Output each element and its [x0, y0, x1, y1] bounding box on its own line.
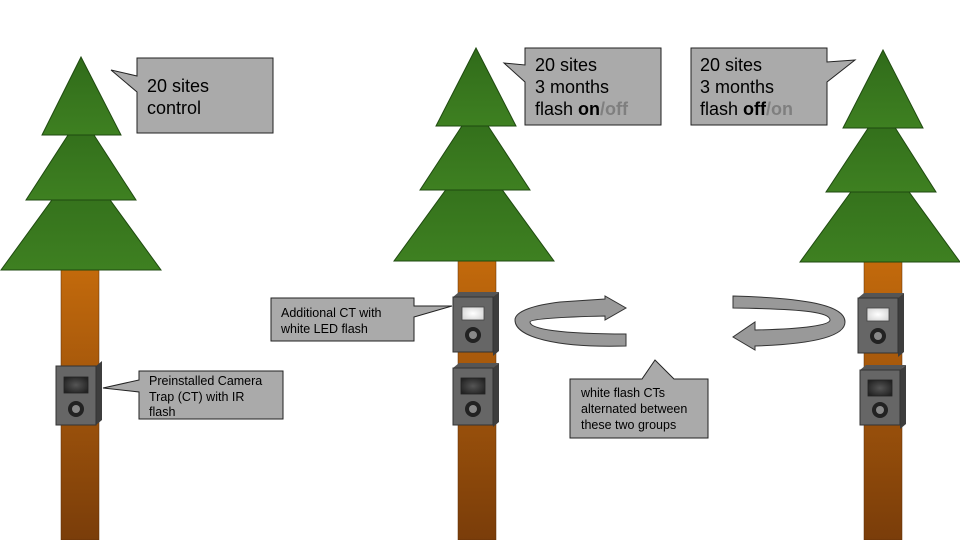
svg-text:flash: flash	[149, 405, 175, 419]
svg-text:control: control	[147, 98, 201, 118]
camera-trap-ir-icon	[859, 365, 906, 429]
arrow-right	[514, 295, 628, 347]
flash-label: flash	[700, 99, 743, 119]
callout-text: 3 months	[700, 77, 774, 97]
callout-group-a: 20 sites 3 months flash on/off	[502, 47, 662, 126]
foliage-top	[842, 48, 924, 129]
camera-trap-white-flash-icon	[857, 293, 904, 357]
flash-state-second: off	[605, 99, 629, 119]
flash-state-first: on	[578, 99, 600, 119]
foliage-top	[41, 55, 122, 136]
svg-text:Trap (CT) with IR: Trap (CT) with IR	[149, 390, 244, 404]
arrow-left	[732, 295, 846, 351]
camera-trap-ir-icon	[452, 363, 499, 427]
svg-text:20 sites: 20 sites	[535, 55, 597, 75]
callout-alternated: white flash CTs alternated between these…	[569, 359, 709, 439]
callout-text: Trap (CT) with IR	[149, 390, 244, 404]
svg-text:flash off/on: flash off/on	[700, 99, 793, 119]
foliage-middle	[825, 106, 937, 193]
callout-group-b: 20 sites 3 months flash off/on	[690, 47, 857, 126]
flash-label: flash	[535, 99, 578, 119]
foliage-bottom	[393, 150, 555, 262]
callout-text: Preinstalled Camera	[149, 374, 262, 388]
callout-control: 20 sites control	[110, 57, 274, 134]
callout-text: control	[147, 98, 201, 118]
callout-text: 20 sites	[147, 76, 209, 96]
foliage-middle	[419, 105, 531, 191]
callout-additional-ct: Additional CT with white LED flash	[270, 297, 453, 342]
callout-text: 20 sites	[700, 55, 762, 75]
callout-text: these two groups	[581, 418, 676, 432]
flash-state-second: on	[771, 99, 793, 119]
svg-text:20 sites: 20 sites	[147, 76, 209, 96]
callout-preinstalled-ct: Preinstalled Camera Trap (CT) with IR fl…	[102, 370, 284, 420]
callout-text: flash	[149, 405, 175, 419]
svg-text:flash on/off: flash on/off	[535, 99, 629, 119]
svg-text:alternated between: alternated between	[581, 402, 687, 416]
flash-separator: /	[766, 99, 771, 119]
foliage-top	[435, 46, 517, 127]
callout-text: Additional CT with	[281, 306, 382, 320]
foliage-bottom	[799, 151, 960, 263]
foliage-middle	[25, 114, 137, 201]
flash-state-first: off	[743, 99, 767, 119]
callout-text: white flash CTs	[580, 386, 665, 400]
svg-text:white LED flash: white LED flash	[280, 322, 368, 336]
svg-text:white flash CTs: white flash CTs	[580, 386, 665, 400]
camera-trap-white-flash-icon	[452, 292, 499, 356]
svg-text:Additional CT with: Additional CT with	[281, 306, 382, 320]
callout-text: 20 sites	[535, 55, 597, 75]
svg-text:these two groups: these two groups	[581, 418, 676, 432]
svg-text:20 sites: 20 sites	[700, 55, 762, 75]
tree-control	[0, 55, 162, 540]
callout-text: white LED flash	[280, 322, 368, 336]
callout-text: alternated between	[581, 402, 687, 416]
svg-text:3 months: 3 months	[700, 77, 774, 97]
svg-text:Preinstalled Camera: Preinstalled Camera	[149, 374, 262, 388]
camera-trap-ir-icon	[55, 361, 102, 426]
svg-text:3 months: 3 months	[535, 77, 609, 97]
callout-text: 3 months	[535, 77, 609, 97]
flash-separator: /	[600, 99, 605, 119]
circular-swap-arrows-icon	[514, 295, 846, 351]
foliage-bottom	[0, 159, 162, 271]
